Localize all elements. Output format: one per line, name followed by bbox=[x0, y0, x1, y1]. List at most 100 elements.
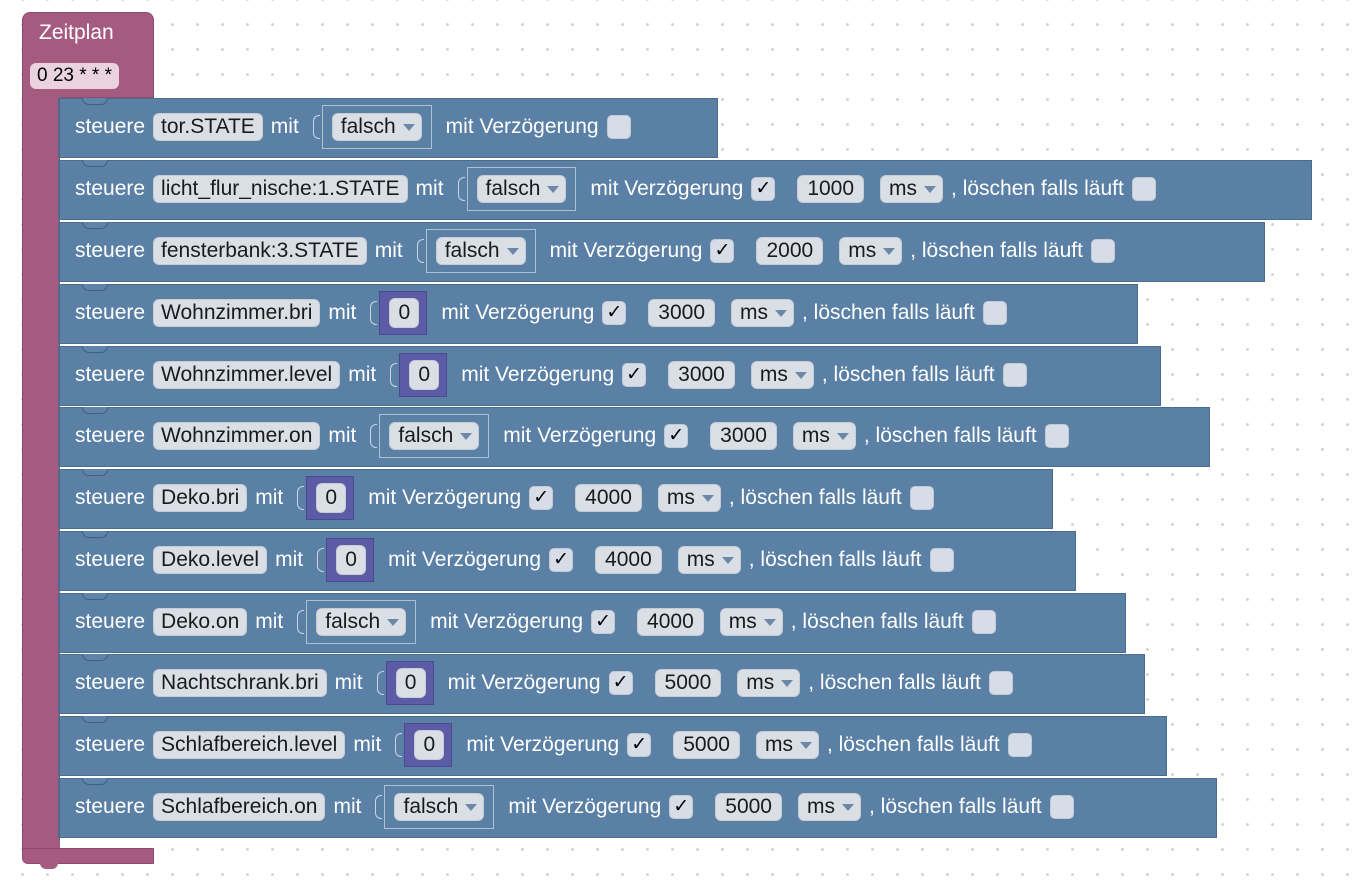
delay-value-field[interactable]: 5000 bbox=[673, 731, 740, 759]
delay-checkbox-checked[interactable]: ✓ bbox=[669, 795, 694, 819]
logic-value-block[interactable]: falsch bbox=[384, 785, 495, 829]
schedule-block[interactable]: Zeitplan 0 23 * * * bbox=[22, 12, 154, 869]
number-value-block[interactable]: 0 bbox=[379, 291, 428, 335]
number-field[interactable]: 0 bbox=[336, 545, 367, 575]
delay-checkbox-checked[interactable]: ✓ bbox=[591, 610, 616, 634]
boolean-dropdown[interactable]: falsch bbox=[476, 175, 567, 203]
number-value-block[interactable]: 0 bbox=[399, 353, 448, 397]
delay-checkbox-checked[interactable]: ✓ bbox=[529, 486, 554, 510]
clear-running-checkbox[interactable] bbox=[1131, 177, 1156, 201]
logic-value-block[interactable]: falsch bbox=[425, 229, 536, 273]
boolean-dropdown[interactable]: falsch bbox=[316, 608, 407, 636]
object-id-field[interactable]: tor.STATE bbox=[153, 113, 263, 141]
unit-dropdown[interactable]: ms bbox=[677, 546, 741, 574]
delay-value-field[interactable]: 4000 bbox=[595, 546, 662, 574]
delay-checkbox-checked[interactable]: ✓ bbox=[664, 424, 689, 448]
unit-dropdown[interactable]: ms bbox=[792, 422, 856, 450]
object-id-field[interactable]: Wohnzimmer.on bbox=[153, 422, 321, 450]
unit-dropdown[interactable]: ms bbox=[755, 731, 819, 759]
logic-value-block[interactable]: falsch bbox=[321, 105, 432, 149]
object-id-field[interactable]: Nachtschrank.bri bbox=[153, 669, 327, 697]
delay-checkbox-checked[interactable]: ✓ bbox=[751, 177, 776, 201]
clear-running-checkbox[interactable] bbox=[1044, 424, 1069, 448]
delay-checkbox[interactable] bbox=[606, 115, 631, 139]
unit-dropdown[interactable]: ms bbox=[657, 484, 721, 512]
clear-running-checkbox[interactable] bbox=[971, 610, 996, 634]
delay-value-field[interactable]: 4000 bbox=[637, 608, 704, 636]
clear-running-checkbox[interactable] bbox=[1007, 733, 1032, 757]
number-value-block[interactable]: 0 bbox=[404, 723, 453, 767]
logic-value-block[interactable]: falsch bbox=[466, 167, 577, 211]
delay-checkbox-checked[interactable]: ✓ bbox=[622, 363, 647, 387]
clear-running-checkbox[interactable] bbox=[989, 671, 1014, 695]
schedule-block-spine[interactable] bbox=[22, 97, 60, 849]
delay-value-field[interactable]: 2000 bbox=[756, 237, 824, 265]
object-id-field[interactable]: Wohnzimmer.level bbox=[153, 361, 341, 389]
boolean-dropdown[interactable]: falsch bbox=[389, 422, 480, 450]
clear-running-checkbox[interactable] bbox=[982, 301, 1007, 325]
object-id-field[interactable]: Deko.on bbox=[153, 608, 248, 636]
delay-checkbox-checked[interactable]: ✓ bbox=[608, 671, 633, 695]
number-field[interactable]: 0 bbox=[395, 668, 426, 698]
delay-value-field[interactable]: 5000 bbox=[715, 793, 782, 821]
unit-dropdown[interactable]: ms bbox=[839, 237, 903, 265]
delay-checkbox-checked[interactable]: ✓ bbox=[549, 548, 574, 572]
clear-running-checkbox[interactable] bbox=[1049, 795, 1074, 819]
delay-checkbox-checked[interactable]: ✓ bbox=[710, 239, 735, 263]
schedule-block-footer[interactable] bbox=[22, 848, 154, 864]
boolean-dropdown[interactable]: falsch bbox=[331, 113, 422, 141]
value-input-plug bbox=[317, 548, 325, 572]
delay-checkbox-checked[interactable]: ✓ bbox=[602, 301, 627, 325]
delay-value-field[interactable]: 3000 bbox=[668, 361, 735, 389]
number-field[interactable]: 0 bbox=[316, 483, 347, 513]
number-value-block[interactable]: 0 bbox=[326, 538, 375, 582]
clear-running-checkbox[interactable] bbox=[1090, 239, 1115, 263]
unit-dropdown[interactable]: ms bbox=[750, 361, 814, 389]
number-field[interactable]: 0 bbox=[389, 298, 420, 328]
object-id-field[interactable]: Wohnzimmer.bri bbox=[153, 299, 321, 327]
object-id-field[interactable]: Deko.level bbox=[153, 546, 268, 574]
object-id-field[interactable]: licht_flur_nische:1.STATE bbox=[153, 175, 408, 203]
boolean-dropdown[interactable]: falsch bbox=[394, 793, 485, 821]
logic-value-block[interactable]: falsch bbox=[306, 600, 417, 644]
delay-checkbox-checked[interactable]: ✓ bbox=[627, 733, 652, 757]
object-id-field[interactable]: fensterbank:3.STATE bbox=[153, 237, 367, 265]
object-id-field[interactable]: Schlafbereich.level bbox=[153, 731, 346, 759]
unit-dropdown[interactable]: ms bbox=[719, 608, 783, 636]
number-field[interactable]: 0 bbox=[409, 360, 440, 390]
clear-running-checkbox[interactable] bbox=[929, 548, 954, 572]
number-value-block[interactable]: 0 bbox=[306, 476, 355, 520]
delay-value-field[interactable]: 1000 bbox=[797, 175, 865, 203]
cron-field[interactable]: 0 23 * * * bbox=[30, 63, 119, 89]
logic-value-block[interactable]: falsch bbox=[379, 414, 490, 458]
number-value-block[interactable]: 0 bbox=[385, 661, 434, 705]
unit-dropdown[interactable]: ms bbox=[880, 175, 944, 203]
object-id-field[interactable]: Deko.bri bbox=[153, 484, 248, 512]
clear-running-checkbox[interactable] bbox=[909, 486, 934, 510]
object-id-field[interactable]: Schlafbereich.on bbox=[153, 793, 326, 821]
chevron-down-icon bbox=[836, 432, 849, 440]
delay-value-field[interactable]: 4000 bbox=[575, 484, 642, 512]
delay-value-field[interactable]: 5000 bbox=[654, 669, 722, 697]
delay-value-field[interactable]: 3000 bbox=[710, 422, 777, 450]
clear-running-checkbox[interactable] bbox=[1002, 363, 1027, 387]
unit-dropdown[interactable]: ms bbox=[737, 669, 801, 697]
delay-value-field[interactable]: 3000 bbox=[648, 299, 716, 327]
unit-dropdown[interactable]: ms bbox=[797, 793, 861, 821]
number-field[interactable]: 0 bbox=[414, 730, 445, 760]
boolean-dropdown[interactable]: falsch bbox=[435, 237, 526, 265]
unit-dropdown[interactable]: ms bbox=[731, 299, 795, 327]
